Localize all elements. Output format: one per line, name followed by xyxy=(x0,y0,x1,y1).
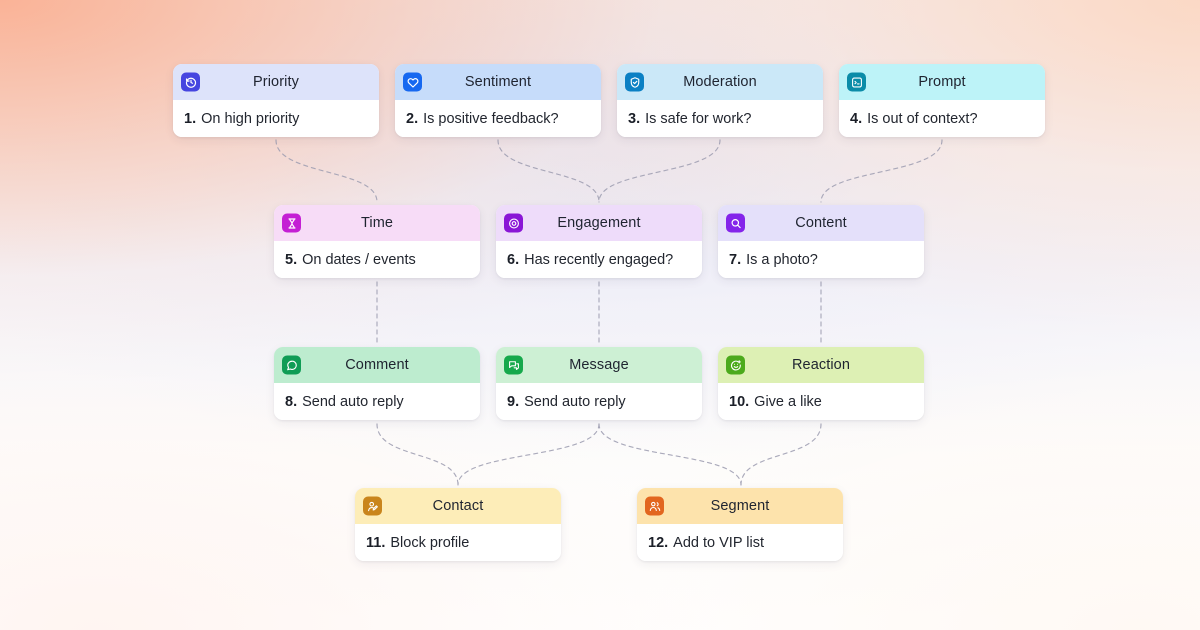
card-body-reaction: 10. Give a like xyxy=(718,383,924,420)
users-group-icon xyxy=(645,496,664,516)
card-content[interactable]: Content 7. Is a photo? xyxy=(718,205,924,278)
card-action-reaction: Give a like xyxy=(754,393,822,410)
target-icon xyxy=(504,213,523,233)
card-number-time: 5. xyxy=(285,251,298,268)
card-body-priority: 1. On high priority xyxy=(173,100,379,137)
smile-plus-icon xyxy=(726,355,745,375)
connector-message-to-contact xyxy=(457,423,600,486)
chat-messages-icon xyxy=(504,355,523,375)
card-body-comment: 8. Send auto reply xyxy=(274,383,480,420)
card-body-content: 7. Is a photo? xyxy=(718,241,924,278)
card-priority[interactable]: Priority 1. On high priority xyxy=(173,64,379,137)
user-edit-icon xyxy=(363,496,382,516)
card-time[interactable]: Time 5. On dates / events xyxy=(274,205,480,278)
card-body-engagement: 6. Has recently engaged? xyxy=(496,241,702,278)
shield-check-icon xyxy=(625,72,644,92)
card-action-segment: Add to VIP list xyxy=(673,534,764,551)
card-action-prompt: Is out of context? xyxy=(867,110,978,127)
card-title-content: Content xyxy=(795,215,847,231)
card-action-time: On dates / events xyxy=(302,251,416,268)
card-segment[interactable]: Segment 12. Add to VIP list xyxy=(637,488,843,561)
card-header-contact: Contact xyxy=(355,488,561,524)
connector-sentiment-to-engagement xyxy=(497,139,600,203)
card-action-sentiment: Is positive feedback? xyxy=(423,110,559,127)
card-number-reaction: 10. xyxy=(729,393,750,410)
card-header-moderation: Moderation xyxy=(617,64,823,100)
card-title-priority: Priority xyxy=(253,74,299,90)
card-title-comment: Comment xyxy=(345,357,409,373)
card-number-comment: 8. xyxy=(285,393,298,410)
card-number-engagement: 6. xyxy=(507,251,520,268)
connector-reaction-to-segment xyxy=(740,423,822,486)
card-body-time: 5. On dates / events xyxy=(274,241,480,278)
card-action-moderation: Is safe for work? xyxy=(645,110,752,127)
card-header-time: Time xyxy=(274,205,480,241)
hourglass-icon xyxy=(282,213,301,233)
connector-prompt-to-content xyxy=(820,139,943,203)
comment-bubble-icon xyxy=(282,355,301,375)
card-moderation[interactable]: Moderation 3. Is safe for work? xyxy=(617,64,823,137)
card-header-message: Message xyxy=(496,347,702,383)
card-title-contact: Contact xyxy=(432,498,484,514)
card-title-segment: Segment xyxy=(710,498,770,514)
card-engagement[interactable]: Engagement 6. Has recently engaged? xyxy=(496,205,702,278)
connector-moderation-to-engagement xyxy=(598,139,721,203)
card-header-segment: Segment xyxy=(637,488,843,524)
card-comment[interactable]: Comment 8. Send auto reply xyxy=(274,347,480,420)
card-action-priority: On high priority xyxy=(201,110,300,127)
connector-priority-to-time xyxy=(275,139,378,203)
card-title-prompt: Prompt xyxy=(918,74,966,90)
card-title-engagement: Engagement xyxy=(557,215,641,231)
card-body-contact: 11. Block profile xyxy=(355,524,561,561)
card-body-segment: 12. Add to VIP list xyxy=(637,524,843,561)
card-reaction[interactable]: Reaction 10. Give a like xyxy=(718,347,924,420)
card-body-prompt: 4. Is out of context? xyxy=(839,100,1045,137)
card-title-sentiment: Sentiment xyxy=(464,74,532,90)
card-number-content: 7. xyxy=(729,251,742,268)
card-header-engagement: Engagement xyxy=(496,205,702,241)
card-action-engagement: Has recently engaged? xyxy=(524,251,674,268)
connector-comment-to-contact xyxy=(376,423,459,486)
card-body-moderation: 3. Is safe for work? xyxy=(617,100,823,137)
card-message[interactable]: Message 9. Send auto reply xyxy=(496,347,702,420)
card-header-prompt: Prompt xyxy=(839,64,1045,100)
card-number-moderation: 3. xyxy=(628,110,641,127)
card-title-time: Time xyxy=(360,215,394,231)
connector-message-to-segment xyxy=(598,423,742,486)
card-prompt[interactable]: Prompt 4. Is out of context? xyxy=(839,64,1045,137)
card-action-comment: Send auto reply xyxy=(302,393,404,410)
card-number-priority: 1. xyxy=(184,110,197,127)
card-sentiment[interactable]: Sentiment 2. Is positive feedback? xyxy=(395,64,601,137)
card-body-sentiment: 2. Is positive feedback? xyxy=(395,100,601,137)
card-title-reaction: Reaction xyxy=(791,357,851,373)
heart-icon xyxy=(403,72,422,92)
card-header-content: Content xyxy=(718,205,924,241)
search-icon xyxy=(726,213,745,233)
card-number-prompt: 4. xyxy=(850,110,863,127)
card-title-moderation: Moderation xyxy=(683,74,757,90)
card-number-segment: 12. xyxy=(648,534,669,551)
card-header-reaction: Reaction xyxy=(718,347,924,383)
card-header-sentiment: Sentiment xyxy=(395,64,601,100)
card-header-comment: Comment xyxy=(274,347,480,383)
terminal-icon xyxy=(847,72,866,92)
card-number-sentiment: 2. xyxy=(406,110,419,127)
clock-history-icon xyxy=(181,72,200,92)
card-action-content: Is a photo? xyxy=(746,251,818,268)
card-header-priority: Priority xyxy=(173,64,379,100)
card-body-message: 9. Send auto reply xyxy=(496,383,702,420)
card-number-contact: 11. xyxy=(366,534,386,551)
card-action-message: Send auto reply xyxy=(524,393,626,410)
card-contact[interactable]: Contact 11. Block profile xyxy=(355,488,561,561)
card-action-contact: Block profile xyxy=(390,534,470,551)
card-number-message: 9. xyxy=(507,393,520,410)
card-title-message: Message xyxy=(569,357,629,373)
